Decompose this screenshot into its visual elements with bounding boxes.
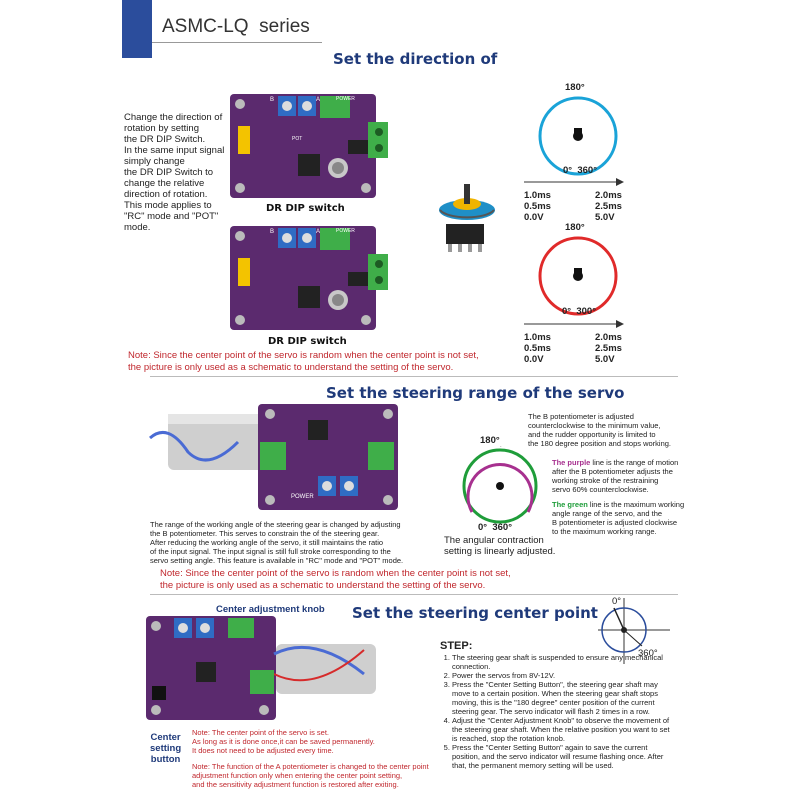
divider-2 <box>150 594 678 595</box>
center-note-2: Note: The function of the A potentiomete… <box>192 762 429 789</box>
board-mark-power: POWER <box>336 228 355 234</box>
green-line-text: The green line is the maximum working an… <box>552 500 685 536</box>
potentiometer-chip-image <box>439 184 495 252</box>
dial1-arrow <box>524 178 624 186</box>
center-board-image <box>146 616 376 720</box>
dip-switch-label-1: DR DIP switch <box>266 203 345 214</box>
b-pot-text: The B potentiometer is adjusted counterc… <box>528 412 672 448</box>
dip-switch-label-2: DR DIP switch <box>268 336 347 347</box>
step-5: Press the "Center Setting Button" again … <box>452 743 675 770</box>
header-underline <box>152 42 322 43</box>
range-description: The range of the working angle of the st… <box>150 520 404 565</box>
board-mark-b: B <box>270 229 274 235</box>
board-mark-a: A <box>316 229 320 235</box>
step-2: Power the servos from 8V-12V. <box>452 671 675 680</box>
section-title-range: Set the steering range of the servo <box>326 384 625 402</box>
center-button-label: Center setting button <box>150 732 182 765</box>
compass-dial <box>598 598 670 664</box>
dial1-bottom-label: 0° 360° <box>563 165 598 176</box>
dial-2 <box>538 236 618 316</box>
board-mark-a: A <box>316 97 320 103</box>
step-3: Press the "Center Setting Button", the s… <box>452 680 675 716</box>
dial-1 <box>538 96 618 176</box>
angular-contraction-text: The angular contraction setting is linea… <box>444 535 556 557</box>
divider-1 <box>150 376 678 377</box>
center-note-1: Note: The center point of the servo is s… <box>192 728 375 755</box>
direction-description: Change the direction of rotation by sett… <box>124 112 225 233</box>
section-title-center: Set the steering center point <box>352 604 598 622</box>
range-180-label: 180° <box>480 435 500 446</box>
dial1-right-values: 2.0ms 2.5ms 5.0V <box>595 190 622 223</box>
dial2-bottom-label: 0° 300° <box>562 306 597 317</box>
step-header: STEP: <box>440 640 473 652</box>
dial2-right-values: 2.0ms 2.5ms 5.0V <box>595 332 622 365</box>
dial2-left-values: 1.0ms 0.5ms 0.0V <box>524 332 551 365</box>
section-title-direction: Set the direction of <box>333 50 498 68</box>
step-4: Adjust the "Center Adjustment Knob" to o… <box>452 716 675 743</box>
header-accent-bar <box>122 0 152 58</box>
section2-note: Note: Since the center point of the serv… <box>160 568 511 591</box>
dial1-left-values: 1.0ms 0.5ms 0.0V <box>524 190 551 223</box>
step-1: The steering gear shaft is suspended to … <box>452 653 675 671</box>
series-title: ASMC-LQ series <box>162 16 310 37</box>
purple-keyword: The purple <box>552 458 591 467</box>
dial2-top-label: 180° <box>565 222 585 233</box>
range-dial <box>462 446 538 524</box>
controller-board-2: B A POWER <box>230 226 388 330</box>
board-mark-power: POWER <box>291 494 314 500</box>
center-knob-label: Center adjustment knob <box>216 604 325 615</box>
dial2-arrow <box>524 320 624 328</box>
compass-top-label: 0° <box>612 596 622 607</box>
purple-line-text: The purple line is the range of motion a… <box>552 458 679 494</box>
controller-board-1: B A POWER POT <box>230 94 388 198</box>
board-mark-power: POWER <box>336 96 355 102</box>
range-0-360-label: 0° 360° <box>478 522 513 533</box>
section1-note: Note: Since the center point of the serv… <box>128 350 479 373</box>
steps-list: The steering gear shaft is suspended to … <box>440 653 675 770</box>
servo-with-board-image: POWER <box>149 404 398 510</box>
board-mark-b: B <box>270 97 274 103</box>
board-mark-pot: POT <box>292 136 302 142</box>
green-keyword: The green <box>552 500 588 509</box>
compass-bottom-label: 360° <box>638 648 658 659</box>
dial1-top-label: 180° <box>565 82 585 93</box>
